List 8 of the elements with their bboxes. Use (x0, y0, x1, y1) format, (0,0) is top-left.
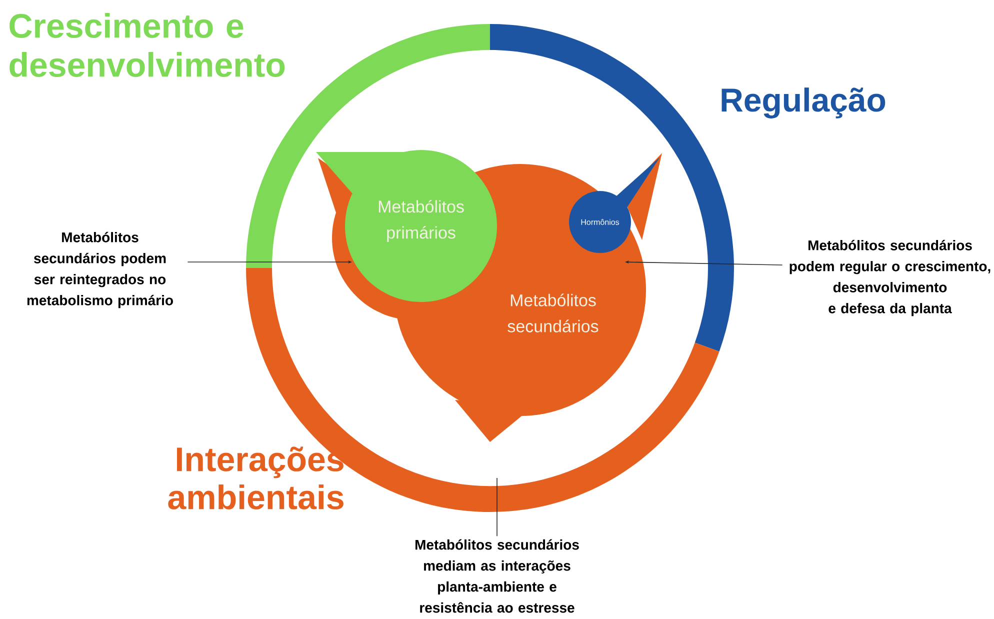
callout-text: Metabólitos secundários podem ser reintegrados no metabolismo primário (27, 232, 173, 308)
segment-heading: Regulação (722, 88, 886, 118)
callout-text: Metabólitos secundários podem regular o crescimento, desenvolvimento e defesa da planta (790, 240, 990, 316)
callout-text: Metabólitos secundários mediam as interações planta-ambiente e resistência ao estresse (415, 539, 579, 613)
hormones-bubble: Hormônios (569, 157, 660, 253)
segment-heading: Crescimento e desenvolvimento (10, 13, 285, 77)
primary-metabolites-bubble: Metabólitos primários (316, 150, 497, 302)
leader-line (496, 478, 498, 536)
